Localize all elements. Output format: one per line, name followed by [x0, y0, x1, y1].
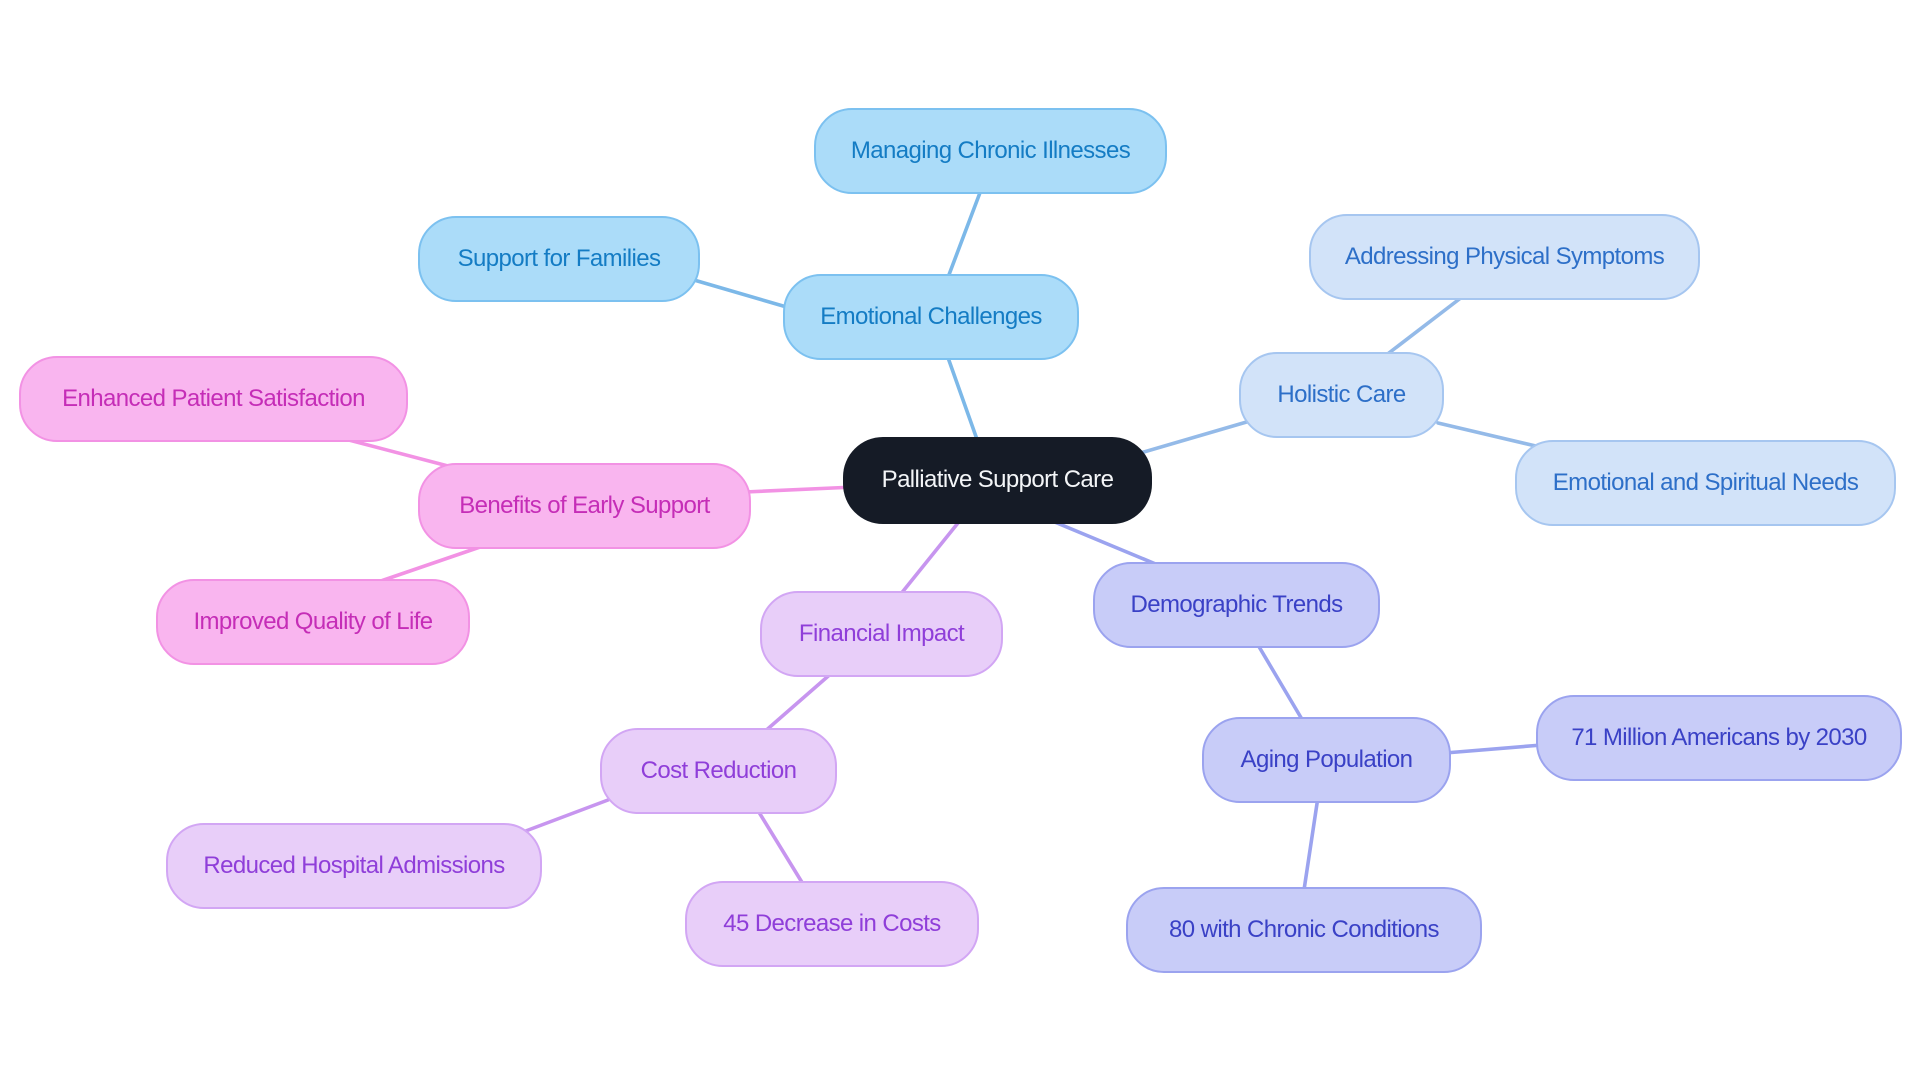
- node-financial-impact[interactable]: Financial Impact: [760, 591, 1003, 677]
- node-label: Palliative Support Care: [881, 466, 1114, 493]
- edge-root-demographic-trends: [1043, 516, 1160, 567]
- edge-demographic-trends-aging-population: [1256, 643, 1305, 723]
- node-enhanced-patient-satisfaction[interactable]: Enhanced Patient Satisfaction: [19, 356, 408, 442]
- node-label: Financial Impact: [798, 619, 965, 647]
- edge-benefits-of-early-support-improved-quality-of-life: [373, 544, 485, 585]
- edge-cost-reduction-reduced-hospital-admissions: [521, 798, 610, 834]
- edge-root-emotional-challenges: [944, 350, 981, 447]
- node-palliative-support-care[interactable]: Palliative Support Care: [843, 437, 1152, 524]
- node-80-with-chronic-conditions[interactable]: 80 with Chronic Conditions: [1126, 887, 1482, 973]
- edge-holistic-care-emotional-and-spiritual-needs: [1436, 421, 1542, 449]
- node-label: Reduced Hospital Admissions: [203, 851, 505, 879]
- edge-aging-population-71-million-americans-by-2030: [1443, 743, 1544, 755]
- node-label: Aging Population: [1240, 745, 1413, 773]
- node-emotional-and-spiritual-needs[interactable]: Emotional and Spiritual Needs: [1515, 440, 1896, 526]
- node-label: Support for Families: [457, 244, 661, 272]
- node-reduced-hospital-admissions[interactable]: Reduced Hospital Admissions: [166, 823, 542, 909]
- node-label: Managing Chronic Illnesses: [850, 136, 1131, 164]
- node-support-for-families[interactable]: Support for Families: [418, 216, 700, 302]
- node-cost-reduction[interactable]: Cost Reduction: [600, 728, 837, 814]
- edge-root-financial-impact: [898, 516, 964, 597]
- edge-emotional-challenges-managing-chronic-illnesses: [945, 188, 983, 282]
- node-improved-quality-of-life[interactable]: Improved Quality of Life: [156, 579, 470, 665]
- node-emotional-challenges[interactable]: Emotional Challenges: [783, 274, 1079, 360]
- node-label: 45 Decrease in Costs: [723, 909, 941, 937]
- edge-benefits-of-early-support-enhanced-patient-satisfaction: [343, 437, 450, 468]
- edge-aging-population-80-with-chronic-conditions: [1302, 795, 1320, 892]
- node-label: Enhanced Patient Satisfaction: [62, 384, 365, 412]
- node-managing-chronic-illnesses[interactable]: Managing Chronic Illnesses: [814, 108, 1167, 194]
- node-addressing-physical-symptoms[interactable]: Addressing Physical Symptoms: [1309, 214, 1700, 300]
- node-45-decrease-in-costs[interactable]: 45 Decrease in Costs: [685, 881, 979, 967]
- edge-emotional-challenges-support-for-families: [692, 278, 792, 310]
- node-label: Benefits of Early Support: [459, 491, 710, 519]
- node-aging-population[interactable]: Aging Population: [1202, 717, 1451, 803]
- edge-holistic-care-addressing-physical-symptoms: [1383, 295, 1464, 358]
- node-label: Improved Quality of Life: [193, 607, 433, 635]
- node-label: Cost Reduction: [640, 756, 797, 784]
- edge-root-benefits-of-early-support: [743, 485, 857, 494]
- node-label: Demographic Trends: [1130, 590, 1344, 618]
- node-label: Emotional Challenges: [820, 302, 1042, 330]
- edge-root-holistic-care: [1128, 419, 1252, 458]
- node-holistic-care[interactable]: Holistic Care: [1239, 352, 1444, 438]
- node-label: 80 with Chronic Conditions: [1169, 915, 1439, 943]
- node-label: 71 Million Americans by 2030: [1571, 723, 1867, 751]
- node-label: Addressing Physical Symptoms: [1344, 242, 1665, 270]
- edge-financial-impact-cost-reduction: [761, 669, 836, 735]
- node-demographic-trends[interactable]: Demographic Trends: [1093, 562, 1380, 648]
- node-71-million-americans-by-2030[interactable]: 71 Million Americans by 2030: [1536, 695, 1902, 781]
- node-benefits-of-early-support[interactable]: Benefits of Early Support: [418, 463, 751, 549]
- edge-cost-reduction-45-decrease-in-costs: [755, 807, 805, 886]
- node-label: Emotional and Spiritual Needs: [1552, 468, 1859, 496]
- node-label: Holistic Care: [1277, 380, 1406, 408]
